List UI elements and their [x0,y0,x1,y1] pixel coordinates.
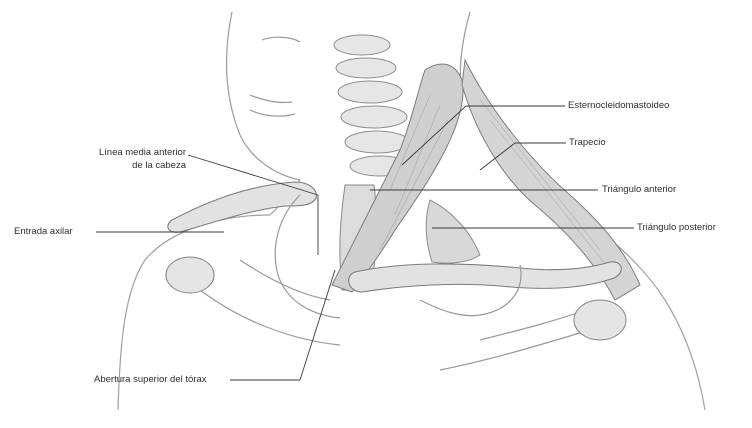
label-triangulo-posterior: Triángulo posterior [637,222,716,234]
posterior-triangle-region [426,200,480,263]
label-linea-media-line2: de la cabeza [52,160,186,172]
label-triangulo-anterior: Triángulo anterior [602,184,676,196]
label-trapecio: Trapecio [569,137,606,149]
leader-abertura-2 [300,270,335,380]
label-esternocleidomastoideo: Esternocleidomastoideo [568,100,669,112]
label-linea-media-line1: Línea media anterior [52,147,186,159]
label-abertura-superior: Abertura superior del tórax [94,374,206,386]
label-entrada-axilar: Entrada axilar [14,226,73,238]
